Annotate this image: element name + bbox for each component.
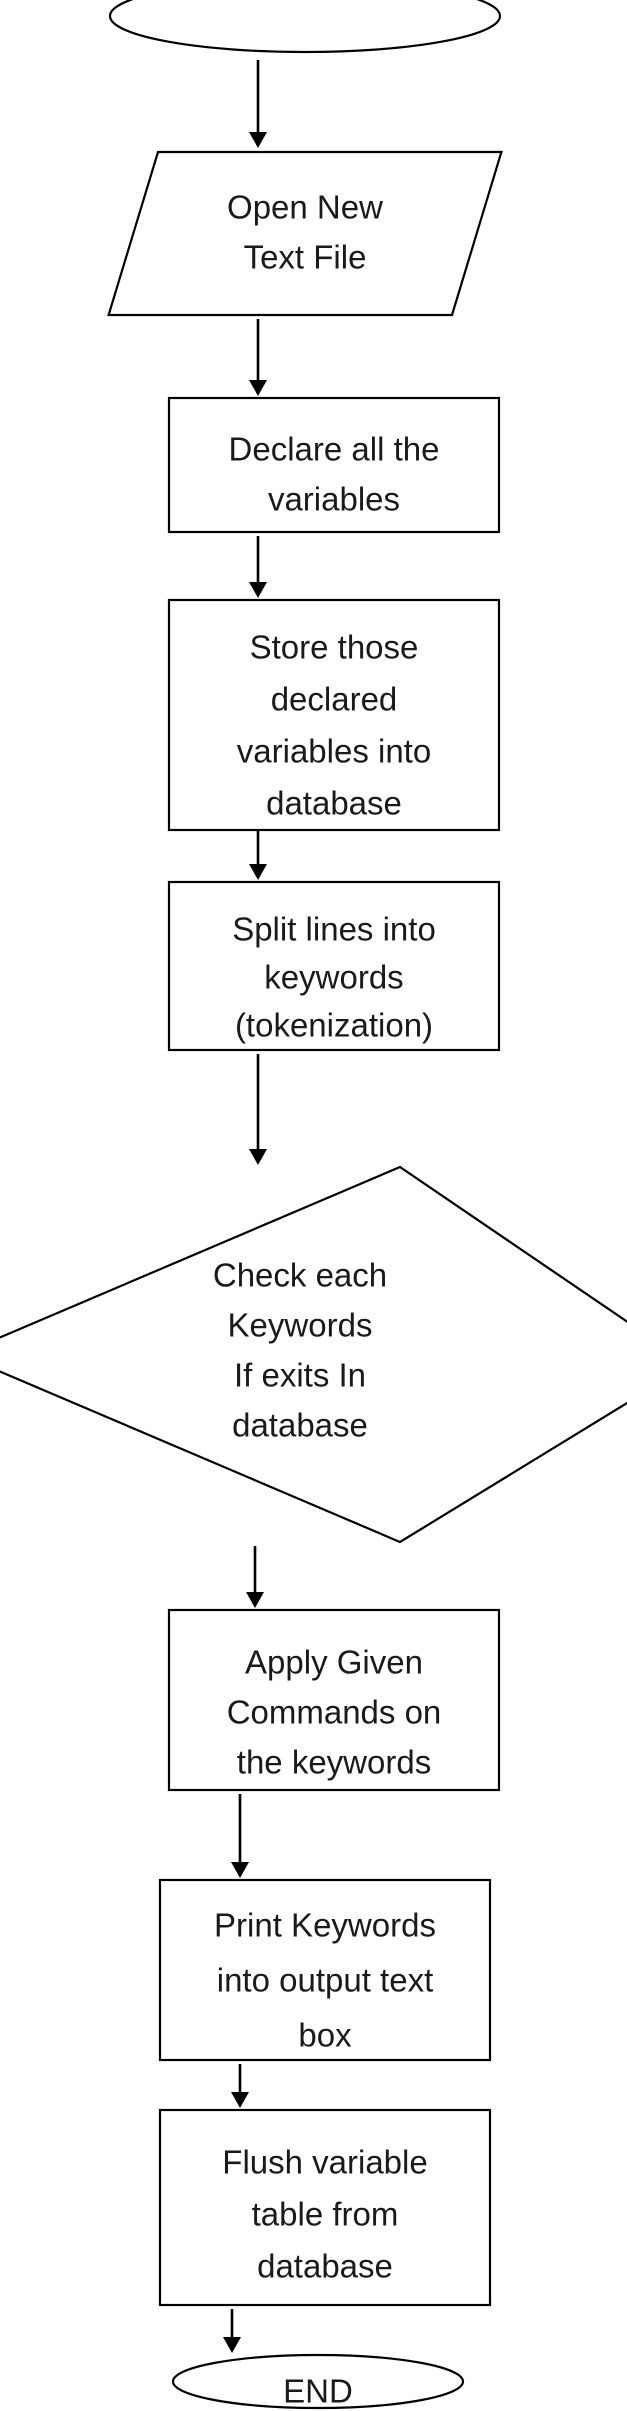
check-shape: [0, 1165, 627, 1544]
store-text-line: declared: [271, 681, 398, 718]
arrow-open-file-to-declare: [249, 319, 267, 396]
apply-text-line: Apply Given: [245, 1644, 423, 1681]
node-print: Print Keywords into output text box: [158, 1878, 492, 2062]
flush-text-line: Flush variable: [222, 2144, 427, 2181]
split-text-line: Split lines into: [232, 911, 436, 948]
node-declare: Declare all the variables: [167, 396, 501, 534]
declare-text-line: variables: [268, 481, 400, 518]
store-text-line: database: [266, 785, 402, 822]
arrow-split-to-check: [249, 1054, 267, 1165]
arrow-print-to-flush: [231, 2064, 249, 2108]
end-text-line: END: [283, 2373, 353, 2410]
arrow-apply-to-print: [231, 1794, 249, 1878]
split-text-line: (tokenization): [235, 1007, 433, 1044]
print-text-line: box: [298, 2017, 352, 2054]
node-end: END: [171, 2353, 465, 2410]
open-file-shape: [107, 150, 503, 317]
print-shape: [158, 1878, 492, 2062]
split-text-line: keywords: [264, 959, 403, 996]
apply-text-line: Commands on: [227, 1694, 442, 1731]
open-file-text-line: Text File: [244, 239, 367, 276]
check-text-line: Keywords: [228, 1307, 373, 1344]
node-split: Split lines into keywords (tokenization): [167, 880, 501, 1052]
print-text-line: into output text: [217, 1962, 433, 1999]
declare-text-line: Declare all the: [229, 431, 440, 468]
flush-shape: [158, 2108, 492, 2307]
check-text-line: database: [232, 1407, 368, 1444]
arrow-start-to-open-file: [249, 60, 267, 148]
split-shape: [167, 880, 501, 1052]
edges-layer: [223, 60, 267, 2353]
end-shape: [171, 2353, 465, 2410]
node-store: Store those declared variables into databas…: [167, 598, 501, 832]
start-shape: [108, 0, 502, 54]
arrow-check-to-apply: [246, 1546, 264, 1608]
arrow-declare-to-store: [249, 536, 267, 598]
apply-text-line: the keywords: [237, 1744, 431, 1781]
check-text-line: If exits In: [234, 1357, 366, 1394]
flush-text-line: database: [257, 2248, 393, 2285]
store-shape: [167, 598, 501, 832]
declare-shape: [167, 396, 501, 534]
store-text-line: Store those: [250, 629, 419, 666]
node-start: [108, 0, 502, 54]
node-flush: Flush variable table from database: [158, 2108, 492, 2307]
arrow-flush-to-end: [223, 2309, 241, 2353]
flush-text-line: table from: [252, 2196, 399, 2233]
print-text-line: Print Keywords: [214, 1907, 436, 1944]
check-text-line: Check each: [213, 1257, 387, 1294]
store-text-line: variables into: [237, 733, 431, 770]
apply-shape: [167, 1608, 501, 1792]
open-file-text-line: Open New: [227, 189, 383, 226]
